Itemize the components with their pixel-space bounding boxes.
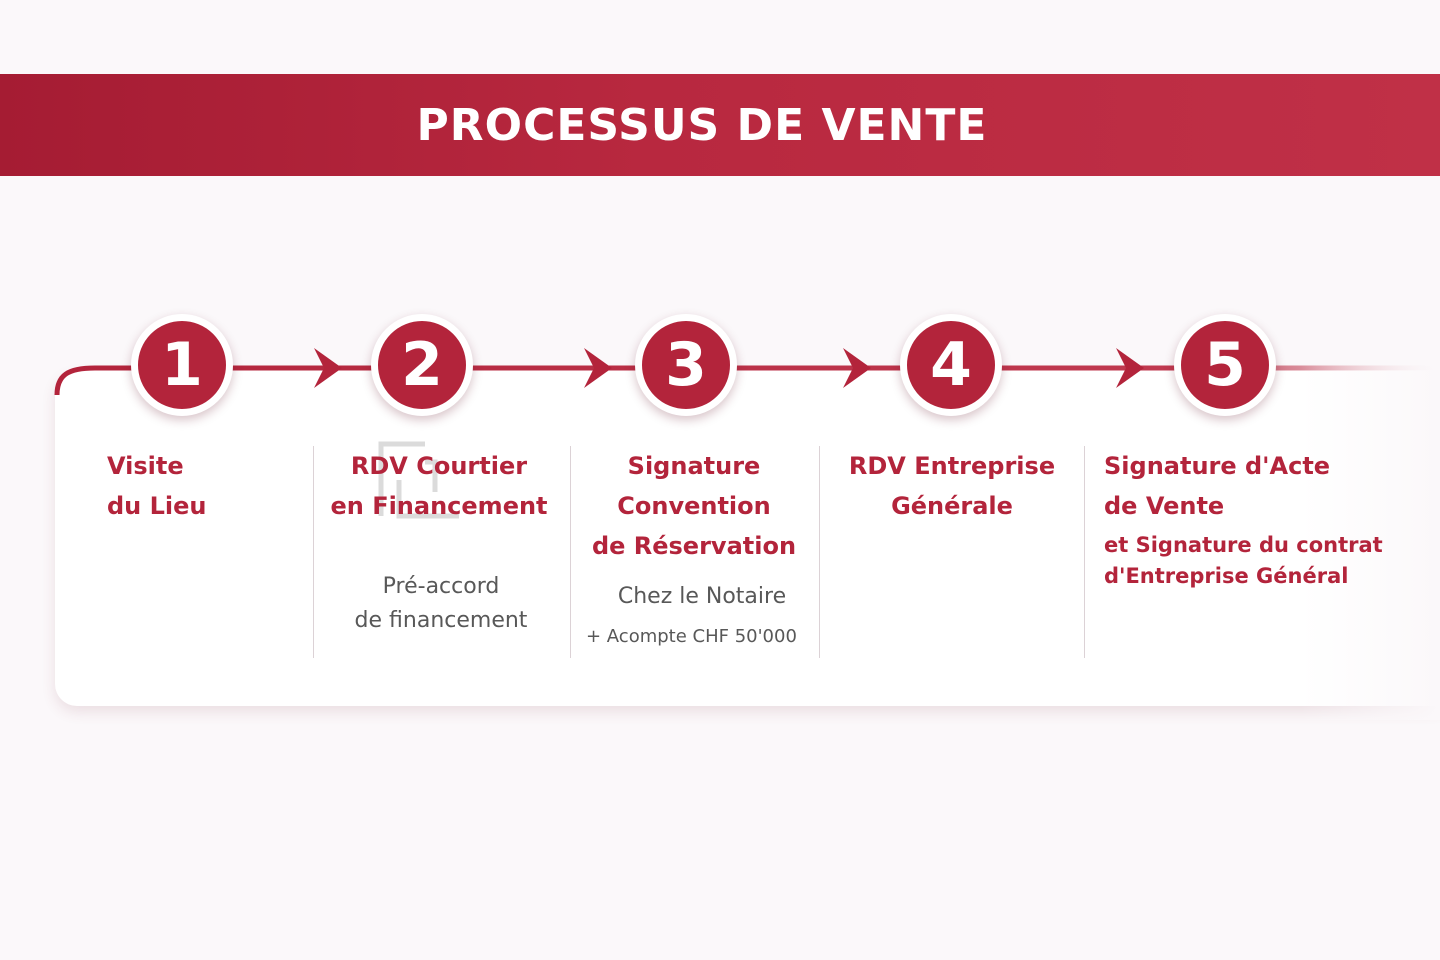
column-divider — [1084, 446, 1085, 658]
step-2-sub-line: Pré-accord — [382, 574, 500, 599]
step-2-title-line: RDV Courtier — [350, 452, 528, 480]
step-3-title-line: Signature — [627, 452, 761, 480]
step-5-title-line: de Vente — [1104, 492, 1225, 520]
column-divider — [313, 446, 314, 658]
card-edge-fade — [1300, 360, 1440, 720]
step-3-title-line: Convention — [617, 492, 771, 520]
arrow-icon — [843, 348, 871, 388]
arrow-icon — [584, 348, 612, 388]
step-3-number: 3 — [635, 314, 737, 416]
page-title: PROCESSUS DE VENTE — [416, 99, 988, 151]
step-5-title-line: Signature d'Acte — [1104, 452, 1331, 480]
step-1-title-line: Visite — [107, 452, 184, 480]
step-2-number: 2 — [371, 314, 473, 416]
header-banner: PROCESSUS DE VENTE — [0, 74, 1440, 176]
arrow-icon — [1116, 348, 1144, 388]
step-3-title: Signature Convention de Réservation — [584, 446, 804, 566]
step-4-number: 4 — [900, 314, 1002, 416]
step-3-title-line: de Réservation — [591, 532, 797, 560]
arrow-icon — [314, 348, 342, 388]
connector-line — [54, 365, 1440, 396]
step-5-number: 5 — [1174, 314, 1276, 416]
logo-watermark-icon — [378, 441, 459, 519]
step-1-number: 1 — [131, 314, 233, 416]
step-5-extra: et Signature du contrat d'Entreprise Gén… — [1104, 530, 1383, 592]
step-4-title-line: RDV Entreprise — [848, 452, 1056, 480]
step-2-sub-line: de financement — [354, 608, 528, 633]
process-card — [55, 370, 1440, 706]
step-5-extra-line: et Signature du contrat — [1104, 533, 1383, 557]
step-5-extra-line: d'Entreprise Général — [1104, 564, 1349, 588]
step-2-title: RDV Courtier en Financement — [329, 446, 549, 526]
column-divider — [570, 446, 571, 658]
step-3-deposit-note: + Acompte CHF 50'000 — [586, 626, 797, 647]
step-1-title-line: du Lieu — [107, 492, 207, 520]
step-1-title: Visite du Lieu — [107, 446, 207, 526]
step-2-subtitle: Pré-accord de financement — [329, 570, 553, 638]
column-divider — [819, 446, 820, 658]
step-5-title: Signature d'Acte de Vente — [1104, 446, 1330, 526]
step-4-title: RDV Entreprise Générale — [834, 446, 1070, 526]
step-3-sub-line: Chez le Notaire — [617, 584, 787, 609]
step-2-title-line: en Financement — [330, 492, 548, 520]
step-4-title-line: Générale — [891, 492, 1013, 520]
step-3-subtitle: Chez le Notaire — [590, 580, 814, 614]
